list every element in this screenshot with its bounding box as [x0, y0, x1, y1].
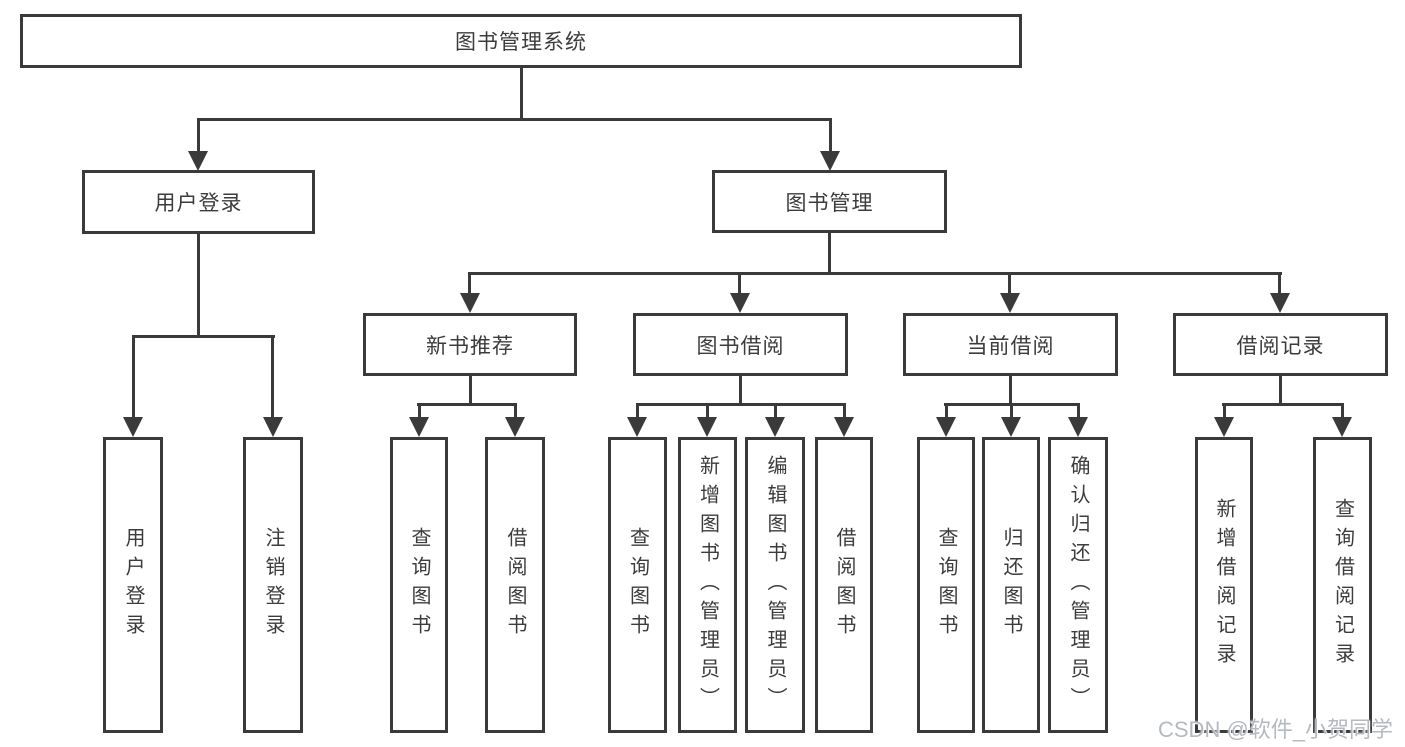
- arrow-down-icon: [505, 417, 525, 437]
- connector-root-stem: [520, 66, 523, 121]
- arrow-down-icon: [820, 151, 840, 171]
- connector-leaf-shaft: [514, 403, 517, 421]
- watermark: CSDN @软件_小贺同学: [1158, 717, 1394, 742]
- leaf-label: 注销登录: [262, 527, 284, 643]
- connector-records-stem: [1279, 374, 1282, 405]
- leaf-label: 借阅图书: [833, 527, 855, 643]
- connector-current-stem: [1009, 374, 1012, 405]
- arrow-down-icon: [1068, 417, 1088, 437]
- node-leaf-user-login: 用户登录: [103, 437, 163, 733]
- node-new-book-recommendation: 新书推荐: [363, 313, 577, 376]
- leaf-label: 用户登录: [122, 527, 144, 643]
- node-library-system: 图书管理系统: [20, 14, 1022, 68]
- leaf-label: 借阅图书: [504, 527, 526, 643]
- connector-leaf-shaft: [1010, 403, 1013, 421]
- connector-borrowing-hline: [636, 403, 845, 406]
- connector-bookmgmt-shaft-2: [738, 272, 741, 297]
- connector-leaf-shaft: [706, 403, 709, 421]
- connector-bookmgmt-shaft-3: [1008, 272, 1011, 297]
- leaf-label: 归还图书: [1000, 527, 1022, 643]
- node-book-borrowing: 图书借阅: [633, 313, 848, 376]
- arrow-down-icon: [188, 151, 208, 171]
- connector-leaf-shaft: [774, 403, 777, 421]
- connector-root-shaft-right: [829, 118, 832, 154]
- connector-leaf-shaft: [843, 403, 846, 421]
- arrow-down-icon: [936, 417, 956, 437]
- connector-bookmgmt-stem: [828, 231, 831, 275]
- node-leaf-add-borrow-record: 新增借阅记录: [1195, 437, 1253, 733]
- node-leaf-borrow-books-borrowing: 借阅图书: [815, 437, 873, 733]
- node-leaf-query-books-current: 查询图书: [917, 437, 975, 733]
- leaf-label: 新增图书（管理员）: [696, 454, 719, 716]
- node-leaf-query-borrow-record: 查询借阅记录: [1313, 437, 1372, 733]
- arrow-down-icon: [627, 417, 647, 437]
- arrow-down-icon: [123, 417, 143, 437]
- node-leaf-logout: 注销登录: [243, 437, 303, 733]
- arrow-down-icon: [697, 417, 717, 437]
- leaf-label: 确认归还（管理员）: [1067, 454, 1089, 716]
- arrow-down-icon: [1000, 293, 1020, 313]
- connector-recommend-hline: [417, 403, 516, 406]
- connector-leaf-shaft: [636, 403, 639, 421]
- node-user-login: 用户登录: [82, 170, 315, 234]
- arrow-down-icon: [1001, 417, 1021, 437]
- leaf-label: 编辑图书（管理员）: [764, 454, 786, 716]
- arrow-down-icon: [765, 417, 785, 437]
- connector-bookmgmt-shaft-1: [468, 272, 471, 297]
- arrow-down-icon: [1214, 417, 1234, 437]
- connector-userlogin-hline: [132, 335, 275, 338]
- connector-borrowing-stem: [739, 374, 742, 405]
- connector-leaf-shaft: [1341, 403, 1344, 421]
- leaf-label: 新增借阅记录: [1213, 498, 1235, 672]
- node-leaf-query-books-recommend: 查询图书: [390, 437, 448, 733]
- leaf-label: 查询图书: [626, 527, 649, 643]
- arrow-down-icon: [730, 293, 750, 313]
- connector-userlogin-stem: [197, 232, 200, 337]
- connector-root-hline: [197, 118, 832, 121]
- arrow-down-icon: [1332, 417, 1352, 437]
- connector-bookmgmt-hline: [468, 272, 1282, 275]
- node-current-borrowing: 当前借阅: [903, 313, 1118, 376]
- node-leaf-query-books-borrowing: 查询图书: [608, 437, 667, 733]
- node-leaf-add-book-admin: 新增图书（管理员）: [678, 437, 737, 733]
- connector-leaf-shaft: [1223, 403, 1226, 421]
- arrow-down-icon: [263, 417, 283, 437]
- connector-userlogin-shaft-2: [271, 335, 274, 421]
- leaf-label: 查询借阅记录: [1331, 498, 1354, 672]
- connector-leaf-shaft: [1077, 403, 1080, 421]
- connector-leaf-shaft: [945, 403, 948, 421]
- connector-records-hline: [1222, 403, 1343, 406]
- leaf-label: 查询图书: [935, 527, 957, 643]
- arrow-down-icon: [409, 417, 429, 437]
- connector-bookmgmt-shaft-4: [1278, 272, 1281, 297]
- arrow-down-icon: [460, 293, 480, 313]
- node-leaf-edit-book-admin: 编辑图书（管理员）: [745, 437, 805, 733]
- connector-userlogin-shaft-1: [132, 335, 135, 421]
- connector-leaf-shaft: [418, 403, 421, 421]
- connector-root-shaft-left: [197, 118, 200, 154]
- arrow-down-icon: [834, 417, 854, 437]
- connector-recommend-stem: [469, 374, 472, 405]
- node-leaf-confirm-return-admin: 确认归还（管理员）: [1048, 437, 1108, 733]
- leaf-label: 查询图书: [408, 527, 430, 643]
- node-borrowing-records: 借阅记录: [1173, 313, 1388, 376]
- node-book-management: 图书管理: [712, 170, 947, 233]
- node-leaf-return-books: 归还图书: [982, 437, 1040, 733]
- node-leaf-borrow-books-recommend: 借阅图书: [485, 437, 545, 733]
- arrow-down-icon: [1270, 293, 1290, 313]
